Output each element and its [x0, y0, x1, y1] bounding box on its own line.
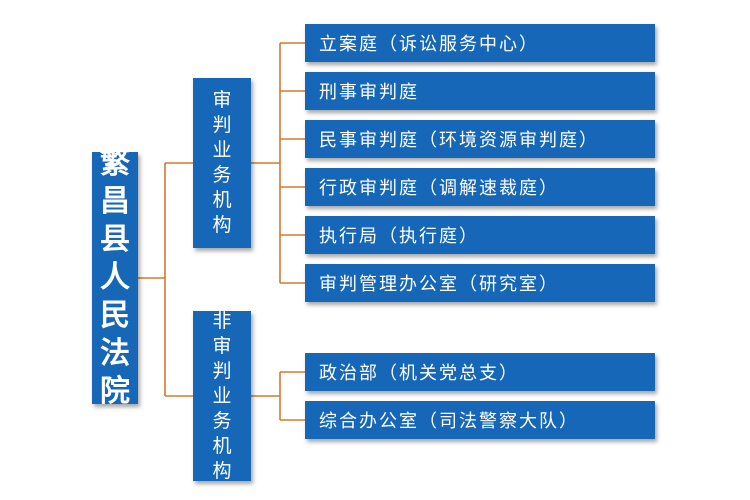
leaf-label: 立案庭（诉讼服务中心）: [319, 34, 539, 55]
leaf-label: 审判管理办公室（研究室）: [319, 274, 559, 295]
root-node: 繁昌县人民法院: [92, 146, 138, 409]
leaf-label: 刑事审判庭: [319, 82, 419, 103]
leaf-node: 行政审判庭（调解速裁庭）: [305, 168, 655, 206]
group-label-trial: 审判业务机构: [212, 89, 232, 236]
leaf-node: 综合办公室（司法警察大队）: [305, 401, 655, 439]
leaf-label: 综合办公室（司法警察大队）: [319, 411, 579, 432]
group-label-non-trial: 非审判业务机构: [212, 309, 232, 482]
leaf-node: 审判管理办公室（研究室）: [305, 264, 655, 302]
leaf-label: 政治部（机关党总支）: [319, 363, 519, 384]
leaf-label: 行政审判庭（调解速裁庭）: [319, 178, 559, 199]
root-label: 繁昌县人民法院: [100, 146, 130, 409]
leaf-node: 政治部（机关党总支）: [305, 353, 655, 391]
group-node-trial: 审判业务机构: [193, 78, 251, 248]
leaf-node: 执行局（执行庭）: [305, 216, 655, 254]
leaf-node: 立案庭（诉讼服务中心）: [305, 24, 655, 62]
leaf-label: 执行局（执行庭）: [319, 226, 479, 247]
leaf-node: 民事审判庭（环境资源审判庭）: [305, 120, 655, 158]
group-node-non-trial: 非审判业务机构: [193, 309, 251, 482]
leaf-label: 民事审判庭（环境资源审判庭）: [319, 130, 599, 151]
leaf-node: 刑事审判庭: [305, 72, 655, 110]
